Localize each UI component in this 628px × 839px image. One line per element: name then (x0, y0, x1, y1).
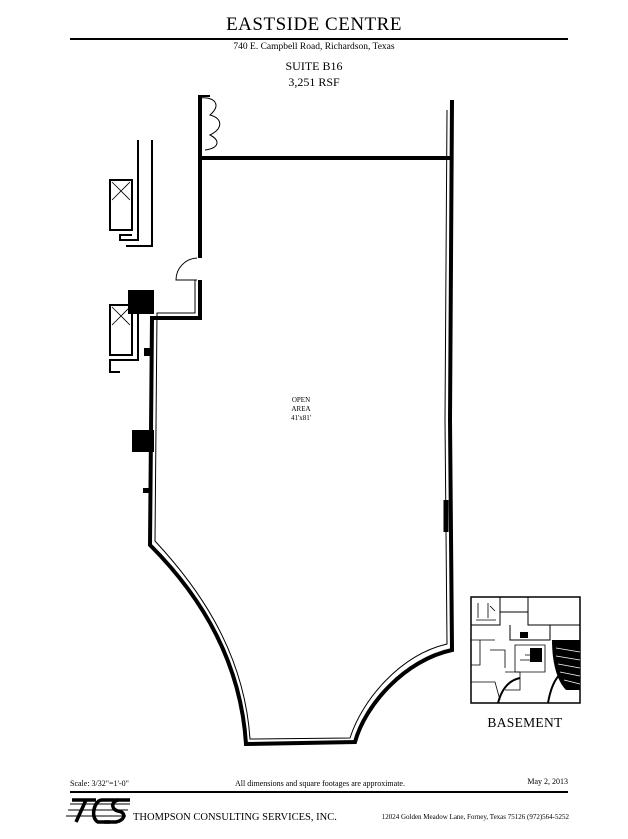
company-contact: 12024 Golden Meadow Lane, Forney, Texas … (381, 813, 569, 821)
entry-door-swing (175, 257, 198, 281)
column-3 (144, 348, 150, 356)
lower-elevator (109, 304, 133, 356)
top-door-swings (197, 97, 221, 151)
lower-elevator-x (111, 306, 131, 326)
suite-outline-inner (154, 109, 448, 740)
column-1 (128, 290, 154, 314)
upper-core-wall (126, 140, 153, 247)
upper-core (119, 140, 139, 241)
building-address: 740 E. Campbell Road, Richardson, Texas (233, 42, 395, 52)
column-2 (132, 430, 154, 452)
suite-area: 3,251 RSF (288, 75, 340, 89)
suite-outline (147, 99, 455, 747)
company-name: THOMPSON CONSULTING SERVICES, INC. (133, 812, 337, 823)
header-rule (70, 38, 568, 40)
footer-rule (70, 791, 568, 793)
upper-elevator (109, 179, 133, 231)
key-plan-label: BASEMENT (487, 715, 563, 730)
room-label-line: AREA (291, 405, 311, 413)
key-plan-hatch (520, 632, 580, 690)
plan-date: May 2, 2013 (527, 777, 568, 786)
lower-core-wall (109, 300, 139, 373)
building-name: EASTSIDE CENTRE (226, 14, 402, 35)
disclaimer: All dimensions and square footages are a… (235, 779, 405, 788)
room-label-line: OPEN (291, 396, 311, 404)
tcs-logo (72, 798, 130, 824)
room-label: OPEN AREA 41'x81' (270, 396, 332, 423)
room-label-line: 41'x81' (290, 414, 312, 422)
upper-elevator-x (111, 181, 131, 201)
scale-note: Scale: 3/32"=1'-0" (70, 779, 129, 788)
suite-number: SUITE B16 (285, 59, 343, 73)
column-4 (143, 488, 151, 493)
